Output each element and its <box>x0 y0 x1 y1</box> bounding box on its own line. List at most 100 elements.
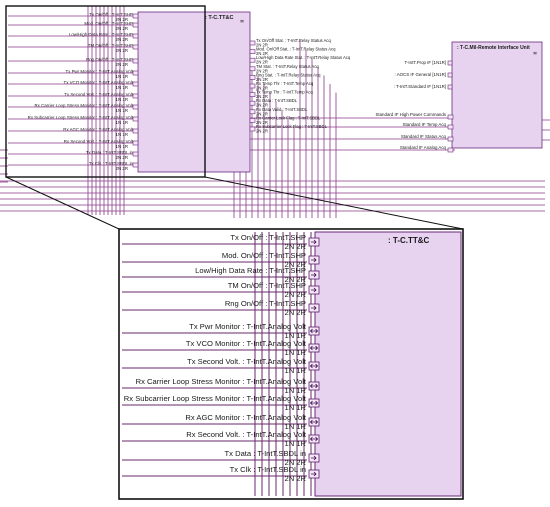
ttc-overview-right-mult: 2N 2R <box>256 94 268 99</box>
ttc-overview-port-label: Tx Data : T-IntT.SBDL in <box>86 150 134 155</box>
ttc-overview-right-mult: 2N 2R <box>256 51 268 56</box>
arrow-bidirectional-icon <box>309 436 319 442</box>
ttc-overview-port[interactable] <box>132 22 139 28</box>
ttc-block-detail[interactable]: : T-C.TT&C <box>314 231 462 497</box>
ttc-overview-port-mult: 2N 2R <box>116 166 128 171</box>
riu-internal-port[interactable] <box>447 60 453 66</box>
ttc-overview-port[interactable] <box>132 93 139 99</box>
ttc-detail-port-label: Rng On/Off : T-IntT.SHP <box>225 299 306 308</box>
ttc-overview-port-label: Mod. On/Off : T-IntT.SHP <box>84 21 133 26</box>
riu-port[interactable] <box>447 147 454 153</box>
ttc-detail-port-mult: 2N 2R <box>284 242 306 251</box>
ttc-overview-port[interactable] <box>132 140 139 146</box>
ttc-overview-right-port[interactable] <box>249 75 256 80</box>
arrow-in-icon <box>311 272 317 278</box>
ttc-overview-right-port[interactable] <box>249 66 256 72</box>
zoom-source-frame <box>5 5 206 178</box>
ttc-overview-right-label: Rng Stat. : T-IntT.Relay Status Acq <box>256 72 321 77</box>
riu-icon: ꟸ <box>533 51 537 59</box>
riu-port[interactable] <box>447 124 454 130</box>
ttc-detail-port-label: Tx Data : T-IntT.SBDL in <box>225 449 306 458</box>
ttc-overview-right-port[interactable] <box>249 57 256 63</box>
ttc-overview-right-port[interactable] <box>249 100 256 106</box>
ttc-overview-port[interactable] <box>132 128 139 134</box>
ttc-overview-right-mult: 2N 2R <box>256 77 268 82</box>
ttc-overview-port-mult: 1N 1R <box>116 144 128 149</box>
riu-internal-parts: T-IntT.Prop IF [1N1R]: AOCS IF General [… <box>394 60 453 90</box>
riu-port-label: Standard IF Analog Acq <box>400 145 447 150</box>
ttc-overview-port[interactable] <box>132 33 139 39</box>
riu-internal-label: : AOCS IF General [1N1R] <box>395 72 447 77</box>
ttc-overview-right-label: Rx Carrier Lock Flag : T-IntT.SBDL <box>256 115 321 120</box>
ttc-overview-port[interactable] <box>132 104 139 110</box>
riu-port-label: Standard IF Temp Acq <box>403 122 447 127</box>
ttc-overview-port[interactable] <box>132 13 139 19</box>
ttc-detail-port-mult: 1N 1R <box>284 331 306 340</box>
ttc-overview-port[interactable] <box>132 151 139 157</box>
ttc-detail-port-label: Tx Clk : T-IntT.SBDL in <box>230 465 306 474</box>
ttc-detail-port-label: TM On/Off : T-IntT.SHP <box>228 281 306 290</box>
ttc-overview-port[interactable] <box>132 70 139 76</box>
ttc-detail-port-label: Rx Subcarrier Loop Stress Monitor : T-In… <box>124 394 307 403</box>
ttc-overview-port-label: Rx Second Volt. : T-IntT.Analog Volt <box>64 139 134 144</box>
arrow-in-icon <box>311 239 317 245</box>
ttc-overview-title: : T-C.TT&C <box>205 15 233 21</box>
ttc-block-overview[interactable]: : T-C.TT&C ꟸ <box>137 11 251 173</box>
arrow-in-icon <box>311 471 317 477</box>
ttc-overview-right-port[interactable] <box>249 92 256 97</box>
ttc-overview-port-mult: 1N 1R <box>116 120 128 125</box>
ttc-overview-right-label: Tx On/Off Stat. : T-IntT.Relay Status Ac… <box>256 38 331 43</box>
ttc-overview-port[interactable] <box>132 116 139 122</box>
ttc-overview-port-label: Tx VCO Monitor : T-IntT.Analog Volt <box>64 80 134 85</box>
ttc-overview-port[interactable] <box>132 58 139 64</box>
ttc-detail-port-mult: 1N 1R <box>284 348 306 357</box>
ttc-detail-port-label: Tx On/Off : T-IntT.SHP <box>230 233 306 242</box>
ttc-overview-port-label: Rng On/Off : T-IntT.SHP <box>86 57 133 62</box>
ttc-detail-port-mult: 2N 2R <box>284 458 306 467</box>
arrow-bidirectional-icon <box>309 383 319 389</box>
ttc-overview-port-label: Tx Clk : T-IntT.SBDL in <box>89 161 134 166</box>
ttc-overview-right-label: Mod. On/Off Stat. : T-IntT.Relay Status … <box>256 47 336 52</box>
zoom-connector-wires <box>254 232 312 496</box>
riu-block[interactable]: : T-C.Mil-Remote Interface Unit ꟸ <box>451 41 543 149</box>
ttc-detail-port-label: Rx AGC Monitor : T-IntT.Analog Volt <box>185 413 306 422</box>
ttc-detail-port-label: Low/High Data Rate : T-IntT.SHP <box>195 266 306 275</box>
ttc-overview-right-port[interactable] <box>249 83 256 89</box>
ttc-overview-right-mult: 2N 2R <box>256 86 268 91</box>
ttc-detail-port-mult: 2N 2R <box>284 474 306 483</box>
ttc-overview-port[interactable] <box>132 44 139 50</box>
ttc-detail-port-label: Rx Second Volt. : T-IntT.Analog Volt <box>186 430 307 439</box>
ttc-overview-right-port[interactable] <box>249 49 256 54</box>
arrow-in-icon <box>311 455 317 461</box>
zoom-connector <box>5 176 464 230</box>
riu-internal-port[interactable] <box>447 84 453 90</box>
riu-internal-label: : T-IntT.Standard IF [1N1R] <box>394 84 446 89</box>
ttc-overview-port-label: Tx Pwr Monitor : T-IntT.Analog Volt <box>65 69 133 74</box>
riu-port-label: Standard IF High Power Commands <box>375 112 446 117</box>
ttc-overview-right-label: Low/High Data Rate Stat. : T-IntT.Relay … <box>256 55 351 60</box>
ttc-overview-port-label: Rx Carrier Loop Stress Monitor : T-IntT.… <box>34 103 133 108</box>
ttc-overview-port-mult: 1N 1R <box>116 74 128 79</box>
ttc-overview-right-port[interactable] <box>249 118 256 123</box>
riu-internal-port[interactable] <box>447 72 453 78</box>
ttc-overview-right-mult: 2N 2R <box>256 129 268 134</box>
ttc-overview-right-label: Rx Data Valid : T-IntT.SBDL <box>256 107 308 112</box>
riu-port[interactable] <box>447 114 454 120</box>
ttc-overview-port-label: Tx On/Off : T-IntT.SHP <box>89 12 133 17</box>
ttc-overview-port[interactable] <box>132 81 139 87</box>
ttc-overview-right-port[interactable] <box>249 109 256 115</box>
ttc-detail-port-label: Mod. On/Off : T-IntT.SHP <box>222 251 306 260</box>
riu-port[interactable] <box>447 136 454 142</box>
ttc-overview-right-port[interactable] <box>249 40 256 46</box>
ttc-detail-port-mult: 1N 1R <box>284 422 306 431</box>
ttc-detail-port-label: Rx Carrier Loop Stress Monitor : T-IntT.… <box>136 377 307 386</box>
ttc-overview-port[interactable] <box>132 162 139 168</box>
arrow-in-icon <box>311 257 317 263</box>
ttc-overview-right-port[interactable] <box>249 126 256 132</box>
ttc-detail-port-mult: 2N 2R <box>284 308 306 317</box>
arrow-bidirectional-icon <box>309 400 319 406</box>
arrow-bidirectional-icon <box>309 328 319 334</box>
riu-title: : T-C.Mil-Remote Interface Unit <box>457 45 530 51</box>
